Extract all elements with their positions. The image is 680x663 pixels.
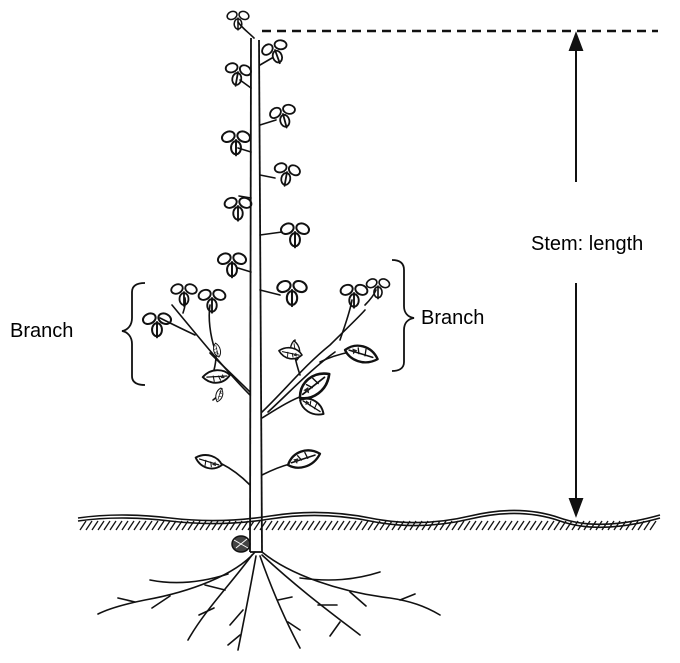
soil-hatch-stroke	[608, 521, 614, 530]
soil-hatch-stroke	[476, 521, 482, 530]
soil-hatch-stroke	[254, 521, 260, 530]
soil-hatch-stroke	[266, 521, 272, 530]
soil-hatch-stroke	[104, 521, 110, 530]
soil-hatch-stroke	[272, 521, 278, 530]
right-branch	[262, 277, 391, 418]
soil-hatch-stroke	[650, 521, 656, 530]
soil-hatch-stroke	[158, 521, 164, 530]
soil-hatch-stroke	[458, 521, 464, 530]
stem-length-arrow	[570, 34, 582, 515]
soil-hatch-stroke	[470, 521, 476, 530]
soil-hatch-stroke	[356, 521, 362, 530]
right-branch-brace	[392, 260, 414, 371]
soil-hatch-stroke	[164, 521, 170, 530]
lower-leaf-left	[194, 451, 224, 472]
soil-hatch-stroke	[494, 521, 500, 530]
left-branch-brace	[122, 283, 145, 385]
soil-hatch-stroke	[554, 521, 560, 530]
soil-hatch-stroke	[332, 521, 338, 530]
left-branch	[141, 282, 250, 400]
soil-hatch-stroke	[386, 521, 392, 530]
branch-label-left: Branch	[10, 321, 73, 341]
soil-hatch-stroke	[338, 521, 344, 530]
left-branch-leaf	[214, 387, 225, 403]
soil-hatch-stroke	[140, 521, 146, 530]
soil-hatch-stroke	[278, 521, 284, 530]
soil-hatch-stroke	[524, 521, 530, 530]
soil-hatch-stroke	[260, 521, 266, 530]
basal-bud	[232, 536, 250, 552]
lower-leaf-right	[286, 447, 323, 471]
soil-hatch-stroke	[80, 521, 86, 530]
apex-shoot	[226, 10, 254, 38]
soil-hatch-stroke	[134, 521, 140, 530]
soil-hatch-stroke	[128, 521, 134, 530]
ground-line	[78, 510, 660, 527]
stem-leaves	[216, 36, 311, 306]
soil-hatch-stroke	[308, 521, 314, 530]
soil-hatch-stroke	[86, 521, 92, 530]
right-branch-leaf	[343, 341, 380, 367]
soil-hatch-stroke	[530, 521, 536, 530]
soil-hatch-stroke	[146, 521, 152, 530]
soil-hatch-stroke	[536, 521, 542, 530]
soil-hatch-stroke	[602, 521, 608, 530]
soil-hatch-stroke	[320, 521, 326, 530]
soil-hatch-stroke	[542, 521, 548, 530]
soil-hatching	[80, 521, 656, 530]
soil-hatch-stroke	[632, 521, 638, 530]
soil-hatch-stroke	[284, 521, 290, 530]
soil-hatch-stroke	[92, 521, 98, 530]
soil-hatch-stroke	[302, 521, 308, 530]
soil-hatch-stroke	[110, 521, 116, 530]
lower-leaf-stalks	[222, 464, 290, 485]
soil-hatch-stroke	[500, 521, 506, 530]
soil-hatch-stroke	[122, 521, 128, 530]
soil-hatch-stroke	[98, 521, 104, 530]
soil-hatch-stroke	[344, 521, 350, 530]
soil-hatch-stroke	[200, 521, 206, 530]
soil-hatch-stroke	[506, 521, 512, 530]
stem-length-label: Stem: length	[531, 234, 643, 254]
soil-hatch-stroke	[212, 521, 218, 530]
left-branch-leaf	[203, 370, 230, 383]
soil-hatch-stroke	[314, 521, 320, 530]
soil-hatch-stroke	[116, 521, 122, 530]
soil-hatch-stroke	[440, 521, 446, 530]
roots	[98, 552, 440, 650]
soil-hatch-stroke	[518, 521, 524, 530]
main-stem	[250, 38, 262, 552]
soil-hatch-stroke	[548, 521, 554, 530]
soil-hatch-stroke	[512, 521, 518, 530]
soil-hatch-stroke	[152, 521, 158, 530]
soil-hatch-stroke	[464, 521, 470, 530]
soil-hatch-stroke	[290, 521, 296, 530]
soil-hatch-stroke	[482, 521, 488, 530]
soil-hatch-stroke	[206, 521, 212, 530]
soil-hatch-stroke	[488, 521, 494, 530]
soil-hatch-stroke	[326, 521, 332, 530]
soil-hatch-stroke	[170, 521, 176, 530]
soil-hatch-stroke	[350, 521, 356, 530]
soil-hatch-stroke	[296, 521, 302, 530]
soil-hatch-stroke	[362, 521, 368, 530]
soil-hatch-stroke	[368, 521, 374, 530]
soil-hatch-stroke	[218, 521, 224, 530]
branch-label-right: Branch	[421, 308, 484, 328]
soil-hatch-stroke	[584, 521, 590, 530]
soil-hatch-stroke	[596, 521, 602, 530]
soil-hatch-stroke	[224, 521, 230, 530]
soil-hatch-stroke	[590, 521, 596, 530]
